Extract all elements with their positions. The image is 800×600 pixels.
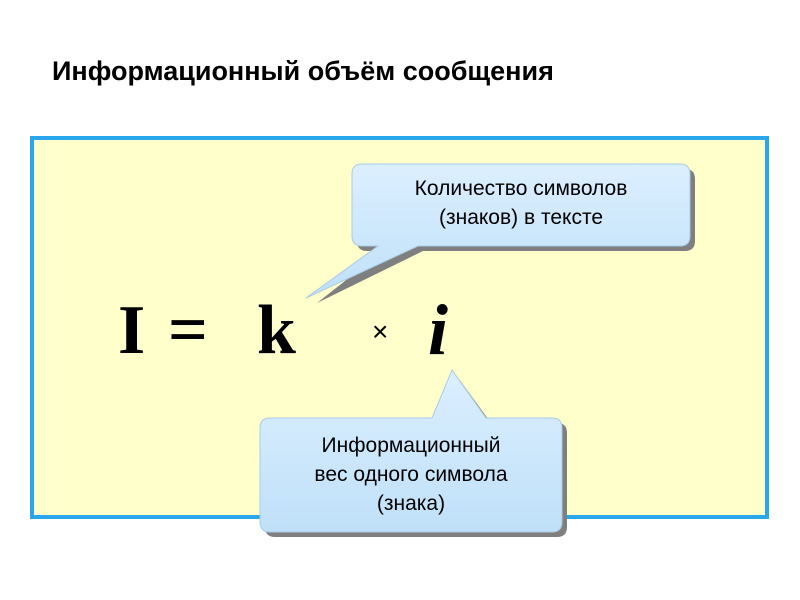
top-callout-line-2: (знаков) в тексте: [438, 206, 604, 229]
slide-title: Информационный объём сообщения: [52, 56, 554, 86]
formula-symbol-weight: i: [428, 290, 449, 370]
bottom-callout-line-1: Информационный: [321, 434, 501, 457]
formula-symbol-count: k: [257, 292, 296, 369]
bottom-callout-line-2: вес одного символа: [314, 463, 508, 486]
top-callout-line-1: Количество символов: [414, 177, 628, 200]
formula-equals-sign: =: [168, 292, 208, 369]
bottom-callout-text: Информационный вес одного символа (знака…: [260, 431, 562, 518]
formula-information-volume: I: [118, 292, 146, 369]
top-callout-text: Количество символов (знаков) в тексте: [352, 174, 690, 232]
bottom-callout-line-3: (знака): [376, 492, 446, 515]
formula-multiply-sign: ×: [372, 316, 389, 347]
